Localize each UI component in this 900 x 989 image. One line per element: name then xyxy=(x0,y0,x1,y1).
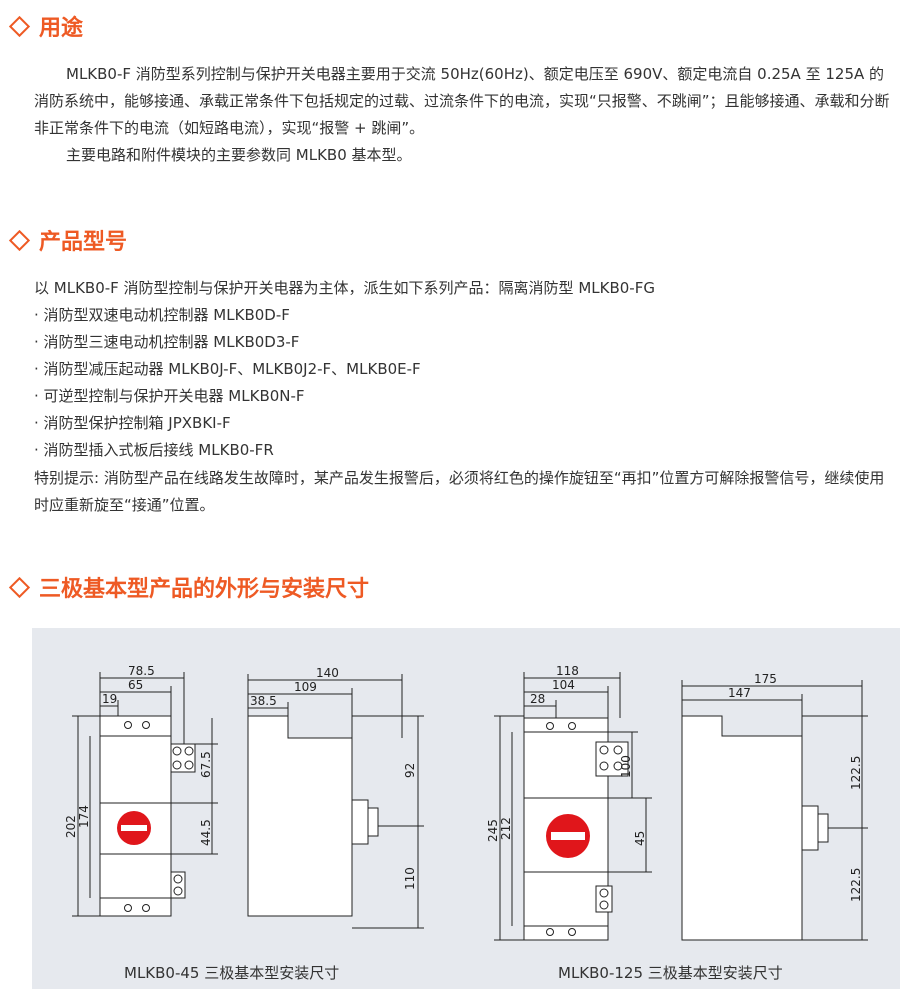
dim-label: 92 xyxy=(403,763,417,778)
dim-label: 38.5 xyxy=(250,694,277,708)
dim-label: 175 xyxy=(754,672,777,686)
special-note: 特别提示: 消防型产品在线路发生故障时，某产品发生报警后，必须将红色的操作旋钮至… xyxy=(34,469,885,514)
dim-label: 212 xyxy=(499,817,513,840)
list-item: · 可逆型控制与保护开关电器 MLKB0N-F xyxy=(34,387,305,405)
dim-label: 174 xyxy=(77,805,91,828)
left-drawing-caption: MLKB0-45 三极基本型安装尺寸 xyxy=(124,964,340,982)
dimension-drawing-panel: 78.5 65 19 202 174 67.5 44.5 140 109 38.… xyxy=(32,628,900,989)
dim-label: 100 xyxy=(619,755,633,778)
dim-label: 44.5 xyxy=(199,819,213,846)
dim-label: 122.5 xyxy=(849,868,863,902)
left-side-body xyxy=(247,715,353,917)
dim-label: 67.5 xyxy=(199,751,213,778)
list-item: · 消防型三速电动机控制器 MLKB0D3-F xyxy=(34,333,300,351)
models-intro: 以 MLKB0-F 消防型控制与保护开关电器为主体，派生如下系列产品：隔离消防型… xyxy=(34,279,655,297)
dim-label: 118 xyxy=(556,664,579,678)
dim-label: 202 xyxy=(64,815,78,838)
right-side-body xyxy=(681,715,803,941)
section-dimensions-title: 三极基本型产品的外形与安装尺寸 xyxy=(39,577,370,602)
dim-label: 19 xyxy=(102,692,117,706)
usage-paragraph-2: 主要电路和附件模块的主要参数同 MLKB0 基本型。 xyxy=(66,146,412,164)
usage-paragraph: MLKB0-F 消防型系列控制与保护开关电器主要用于交流 50Hz(60Hz)、… xyxy=(34,65,890,137)
section-usage-title: 用途 xyxy=(39,16,84,41)
dim-label: 78.5 xyxy=(128,664,155,678)
dimension-drawings: 78.5 65 19 202 174 67.5 44.5 140 109 38.… xyxy=(64,664,868,941)
dim-label: 65 xyxy=(128,678,143,692)
diamond-icon xyxy=(8,15,31,37)
knob-icon xyxy=(117,811,590,858)
section-models-heading: 产品型号 xyxy=(8,224,127,256)
dim-label: 104 xyxy=(552,678,575,692)
list-item: · 消防型插入式板后接线 MLKB0-FR xyxy=(34,441,274,459)
dim-label: 109 xyxy=(294,680,317,694)
list-item: · 消防型保护控制箱 JPXBKI-F xyxy=(34,414,231,432)
section-models-title: 产品型号 xyxy=(39,230,128,255)
dim-label: 245 xyxy=(486,819,500,842)
section-usage-heading: 用途 xyxy=(8,10,83,42)
dim-label: 110 xyxy=(403,867,417,890)
list-item: · 消防型减压起动器 MLKB0J-F、MLKB0J2-F、MLKB0E-F xyxy=(34,360,421,378)
right-drawing-caption: MLKB0-125 三极基本型安装尺寸 xyxy=(558,964,783,982)
section-dimensions-heading: 三极基本型产品的外形与安装尺寸 xyxy=(8,571,369,603)
list-item: · 消防型双速电动机控制器 MLKB0D-F xyxy=(34,306,290,324)
dim-label: 140 xyxy=(316,666,339,680)
dim-label: 28 xyxy=(530,692,545,706)
dim-label: 45 xyxy=(633,831,647,846)
dim-label: 122.5 xyxy=(849,756,863,790)
dim-label: 147 xyxy=(728,686,751,700)
diamond-icon xyxy=(8,229,31,251)
diamond-icon xyxy=(8,576,31,598)
